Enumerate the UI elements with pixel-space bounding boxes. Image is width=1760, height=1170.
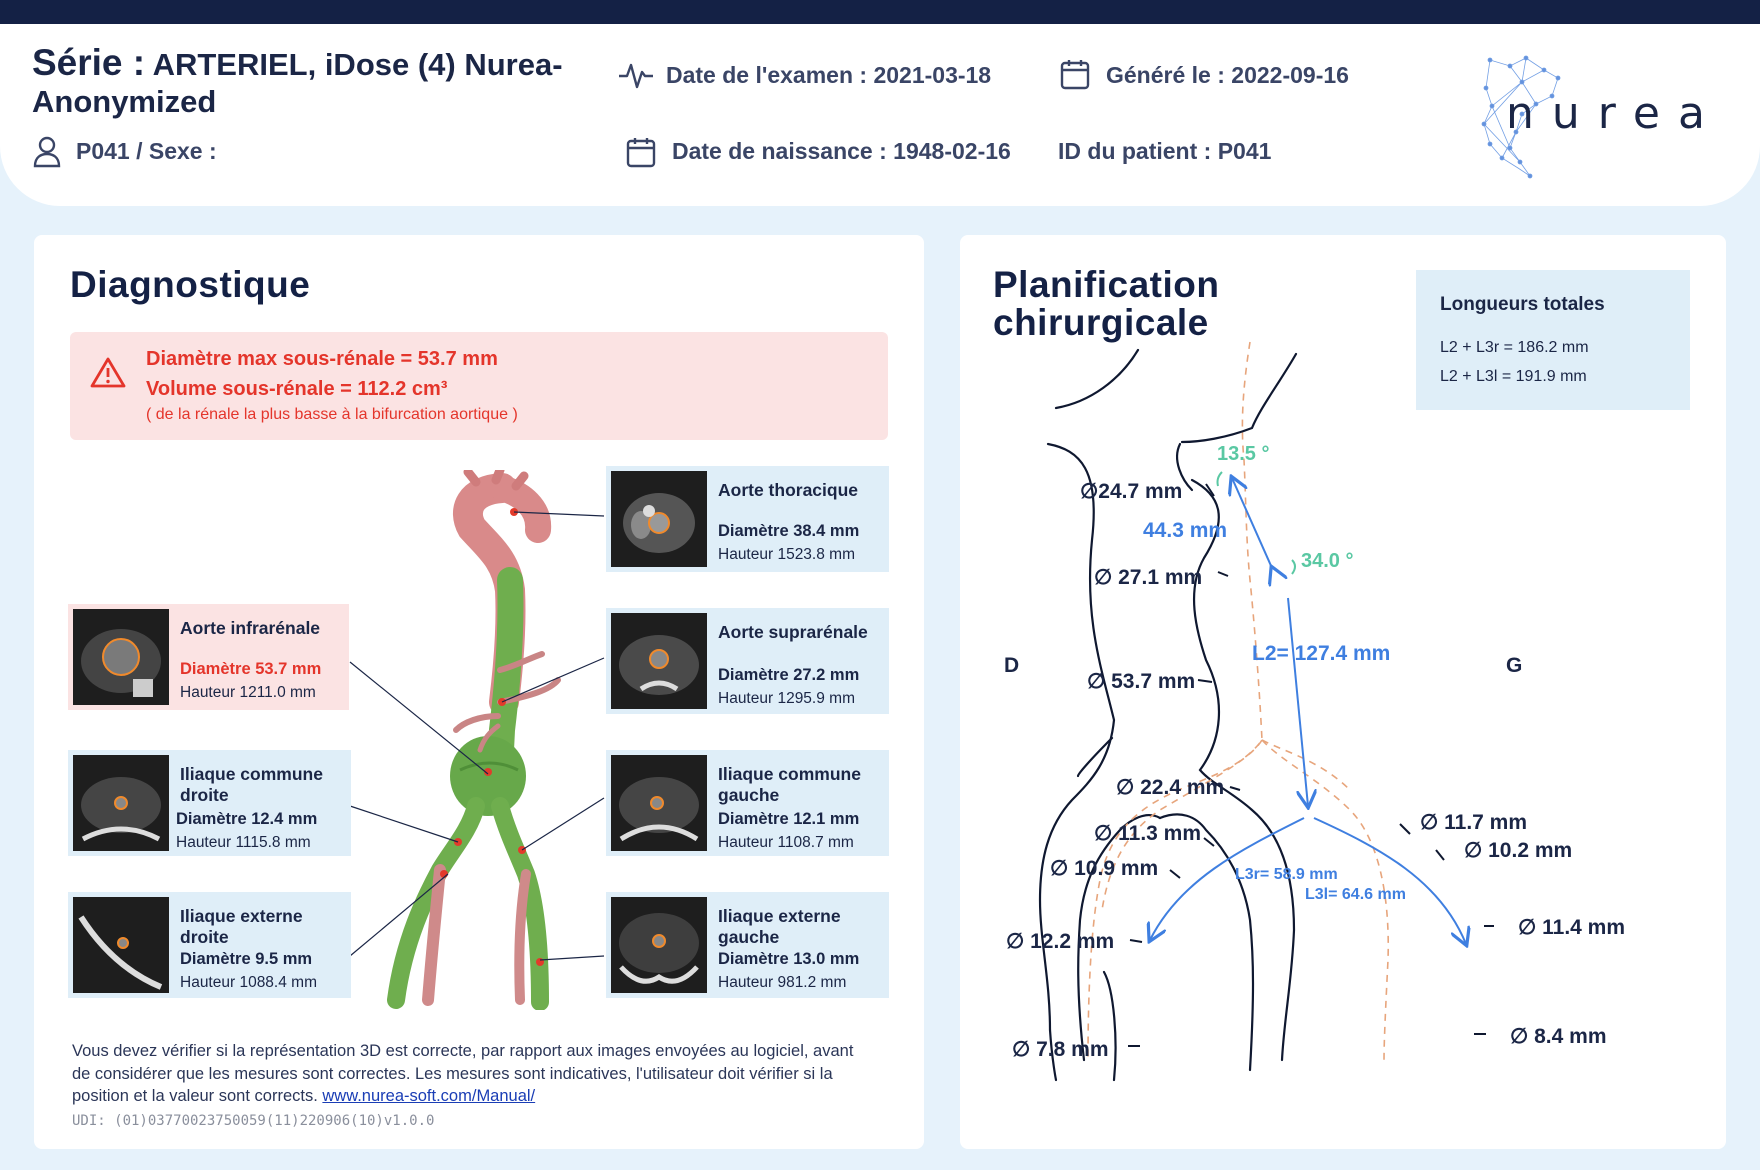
measure-height: Hauteur 981.2 mm xyxy=(718,974,847,991)
measure-diameter: Diamètre 9.5 mm xyxy=(180,950,313,968)
diameter-label: ∅ 10.9 mm xyxy=(1050,857,1159,880)
report-header xyxy=(0,24,1760,206)
side-label: D xyxy=(1004,654,1020,677)
diagnostic-title: Diagnostique xyxy=(70,264,311,305)
series-title: Série : ARTERIEL, iDose (4) Nurea-Anonym… xyxy=(32,42,563,119)
patient-id: ID du patient : P041 xyxy=(1058,138,1272,164)
calendar-icon xyxy=(1060,60,1090,90)
measure-height: Hauteur 1523.8 mm xyxy=(718,546,855,563)
diameter-label: ∅ 11.4 mm xyxy=(1518,916,1626,939)
measure-diameter: Diamètre 13.0 mm xyxy=(718,950,860,968)
diameter-label: ∅24.7 mm xyxy=(1080,480,1183,503)
diameter-label: ∅ 11.7 mm xyxy=(1420,811,1528,834)
measure-height: Hauteur 1295.9 mm xyxy=(718,690,855,707)
diameter-label: ∅ 8.4 mm xyxy=(1510,1025,1607,1048)
calendar-icon xyxy=(626,138,656,168)
nurea-logo: nurea xyxy=(1481,55,1723,179)
side-label: G xyxy=(1506,654,1523,677)
measure-diameter: Diamètre 12.4 mm xyxy=(176,810,318,828)
ct-thumbnail xyxy=(73,609,169,705)
ct-thumbnail xyxy=(611,755,707,851)
top-bar xyxy=(0,0,1760,24)
aorte-thoracique-card: Aorte thoracique Diamètre 38.4 mm Hauteu… xyxy=(606,466,889,572)
diameter-label: ∅ 7.8 mm xyxy=(1012,1038,1109,1061)
heartbeat-icon xyxy=(619,63,653,89)
total-length-right: L2 + L3r = 186.2 mm xyxy=(1440,339,1589,356)
ct-thumbnail xyxy=(611,897,707,993)
logo-text: nurea xyxy=(1506,88,1723,139)
manual-link[interactable]: www.nurea-soft.com/Manual/ xyxy=(322,1087,536,1105)
diameter-label: ∅ 53.7 mm xyxy=(1087,670,1196,693)
angle-label: 13.5 ° xyxy=(1217,443,1270,465)
diameter-label: ∅ 10.2 mm xyxy=(1464,839,1573,862)
measure-title: Aorte suprarénale xyxy=(718,622,868,642)
measure-diameter: Diamètre 27.2 mm xyxy=(718,666,860,684)
exam-date: Date de l'examen : 2021-03-18 xyxy=(666,62,992,88)
measure-height: Hauteur 1115.8 mm xyxy=(176,834,311,851)
warning-icon xyxy=(90,357,126,388)
alert-box: Diamètre max sous-rénale = 53.7 mm Volum… xyxy=(70,332,888,440)
alert-note: ( de la rénale la plus basse à la bifurc… xyxy=(146,406,518,423)
ct-thumbnail xyxy=(611,613,707,709)
aorta-3d-model xyxy=(387,470,561,1010)
aorte-suprarenale-card: Aorte suprarénale Diamètre 27.2 mm Haute… xyxy=(606,608,889,714)
ct-thumbnail xyxy=(73,897,169,993)
vessel-schematic xyxy=(1038,341,1390,1082)
aorte-infrarenale-card: Aorte infrarénale Diamètre 53.7 mm Haute… xyxy=(68,604,349,710)
alert-volume: Volume sous-rénale = 112.2 cm³ xyxy=(146,378,448,400)
alert-max-diameter: Diamètre max sous-rénale = 53.7 mm xyxy=(146,348,498,370)
total-lengths-box: Longueurs totales L2 + L3r = 186.2 mm L2… xyxy=(1416,270,1690,410)
diameter-label: ∅ 11.3 mm xyxy=(1094,822,1202,845)
patient-sex: P041 / Sexe : xyxy=(76,138,217,164)
measure-height: Hauteur 1211.0 mm xyxy=(180,684,316,701)
length-label: L3l= 64.6 mm xyxy=(1305,886,1406,903)
measure-title: Aorte infrarénale xyxy=(180,618,321,638)
measure-diameter: Diamètre 12.1 mm xyxy=(718,810,860,828)
disclaimer: Vous devez vérifier si la représentation… xyxy=(72,1042,854,1105)
diameter-label: ∅ 22.4 mm xyxy=(1116,776,1225,799)
measure-diameter: Diamètre 53.7 mm xyxy=(180,660,322,678)
length-label: L3r= 58.9 mm xyxy=(1235,866,1338,883)
user-icon xyxy=(33,136,61,168)
angle-label: 34.0 ° xyxy=(1301,550,1354,572)
measure-diameter: Diamètre 38.4 mm xyxy=(718,522,860,540)
measure-height: Hauteur 1088.4 mm xyxy=(180,974,317,991)
measure-height: Hauteur 1108.7 mm xyxy=(718,834,854,851)
length-label: L2= 127.4 mm xyxy=(1252,642,1391,665)
udi-code: UDI: (01)03770023750059(11)220906(10)v1.… xyxy=(72,1113,435,1129)
diameter-label: ∅ 27.1 mm xyxy=(1094,566,1203,589)
ct-thumbnail xyxy=(611,471,707,567)
measure-title: Aorte thoracique xyxy=(718,480,859,500)
total-lengths-title: Longueurs totales xyxy=(1440,294,1605,315)
generated-date: Généré le : 2022-09-16 xyxy=(1106,62,1349,88)
total-length-left: L2 + L3l = 191.9 mm xyxy=(1440,368,1587,385)
diameter-label: ∅ 12.2 mm xyxy=(1006,930,1115,953)
birth-date: Date de naissance : 1948-02-16 xyxy=(672,138,1011,164)
ct-thumbnail xyxy=(73,755,169,851)
length-label: 44.3 mm xyxy=(1143,519,1228,542)
